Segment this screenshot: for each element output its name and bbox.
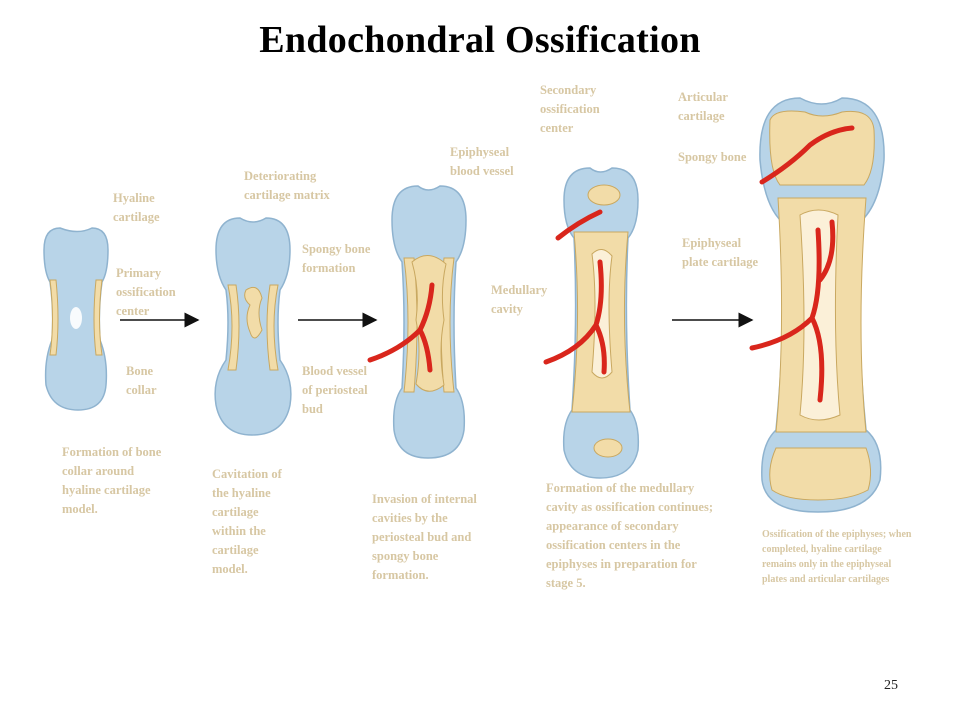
stage-3-bone (367, 185, 467, 459)
page-title: Endochondral Ossification (259, 19, 701, 61)
stage-2-caption: Cavitation of the hyaline cartilage with… (212, 467, 282, 576)
label-secondary-ossification-center: Secondary ossification center (540, 83, 600, 135)
stage-2-bone (214, 217, 292, 436)
stage-1-caption: Formation of bone collar around hyaline … (62, 445, 162, 516)
label-deteriorating-matrix: Deteriorating cartilage matrix (244, 169, 330, 202)
label-epiphyseal-plate-cartilage: Epiphyseal plate cartilage (682, 236, 759, 269)
stage-3-caption: Invasion of internal cavities by the per… (372, 492, 477, 582)
stage-4-caption: Formation of the medullary cavity as oss… (546, 481, 714, 590)
label-medullary-cavity: Medullary cavity (491, 283, 548, 316)
label-spongy-bone: Spongy bone (678, 150, 747, 164)
label-articular-cartilage: Articular cartilage (678, 90, 728, 123)
stage-4-bone (543, 167, 640, 479)
stage-5-caption: Ossification of the epiphyses; when comp… (762, 529, 912, 585)
stage-1-bone (43, 227, 109, 411)
page-number: 25 (884, 678, 898, 693)
label-spongy-bone-formation: Spongy bone formation (302, 242, 371, 275)
label-blood-vessel-periosteal-bud: Blood vessel of periosteal bud (302, 364, 368, 416)
stage-5-bone (749, 97, 885, 513)
label-bone-collar: Bone collar (126, 364, 157, 397)
label-primary-ossification-center: Primary ossification center (116, 266, 176, 318)
label-epiphyseal-blood-vessel: Epiphyseal blood vessel (450, 145, 514, 178)
label-hyaline-cartilage: Hyaline cartilage (113, 191, 160, 224)
